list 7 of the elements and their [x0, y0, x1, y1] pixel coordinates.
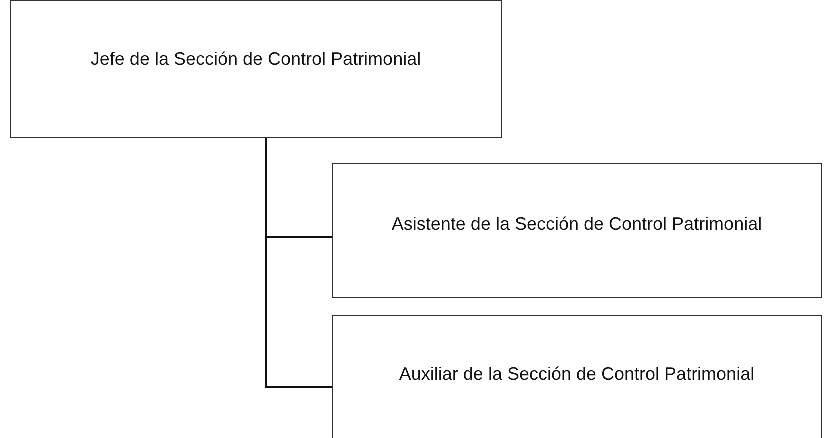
org-box	[332, 163, 822, 298]
org-box	[332, 315, 822, 438]
role-title: Jefe de la Sección de Control Patrimonial	[90, 48, 422, 71]
connector-line	[265, 138, 332, 388]
role-title: Auxiliar de la Sección de Control Patrimonial	[399, 363, 755, 386]
role-title: Asistente de la Sección de Control Patrimonial	[392, 212, 762, 236]
org-box	[10, 0, 502, 138]
